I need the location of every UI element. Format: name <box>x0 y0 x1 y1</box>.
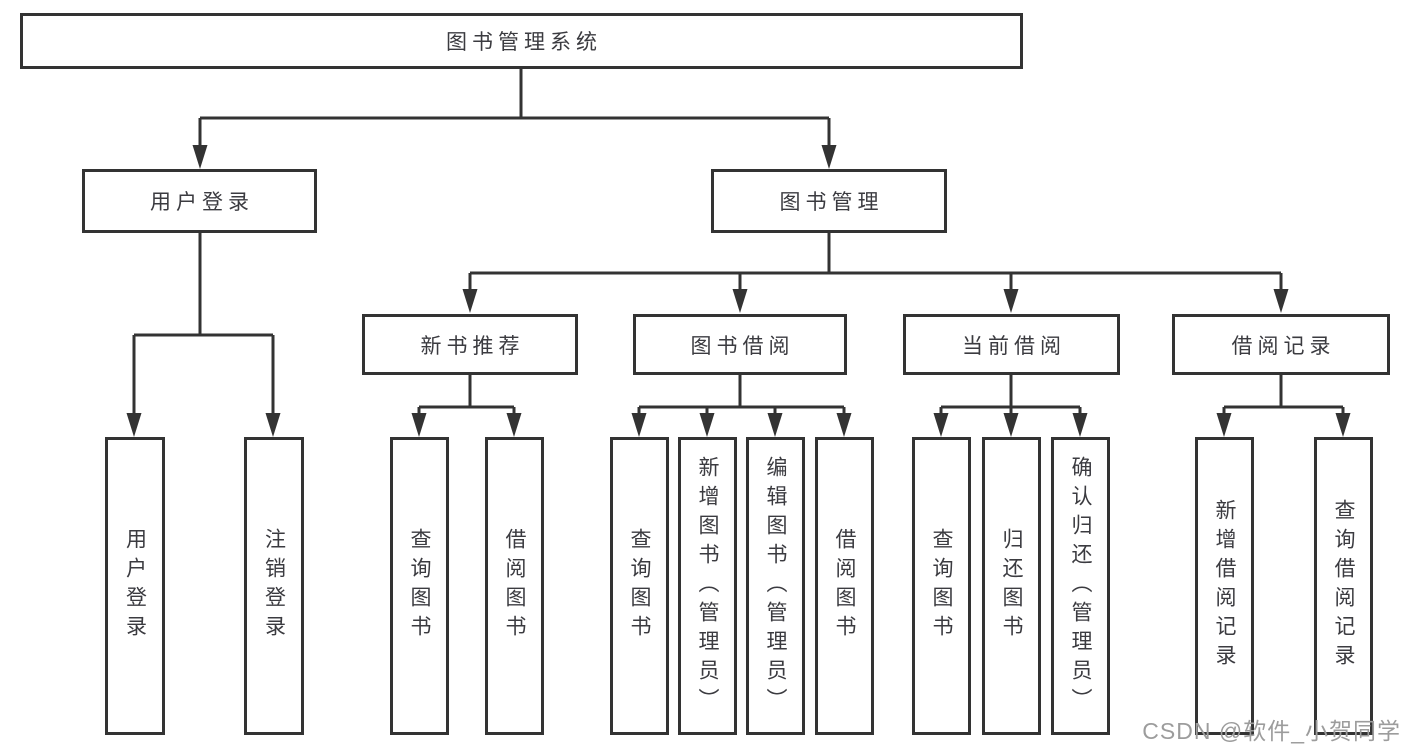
arrow-down-icon <box>506 413 522 437</box>
csdn-watermark: CSDN @软件_小贺同学 <box>1142 718 1401 744</box>
leaf-label: 新增图书（管理员） <box>696 455 719 717</box>
arrow-down-icon <box>462 289 478 313</box>
node-root-system: 图书管理系统 <box>20 13 1023 69</box>
arrowheads <box>126 145 1351 437</box>
arrow-down-icon <box>933 413 949 437</box>
arrow-down-icon <box>411 413 427 437</box>
leaf-label: 注销登录 <box>262 528 286 644</box>
leaf-label: 借阅图书 <box>833 528 856 644</box>
arrow-down-icon <box>821 145 837 169</box>
arrow-down-icon <box>1335 413 1351 437</box>
leaf-query-books-1: 查询图书 <box>390 437 449 735</box>
node-user-login: 用户登录 <box>82 169 317 233</box>
arrow-down-icon <box>1072 413 1088 437</box>
arrow-down-icon <box>699 413 715 437</box>
connector-book-borrow-children <box>637 375 846 418</box>
arrow-down-icon <box>1003 413 1019 437</box>
arrow-down-icon <box>126 413 142 437</box>
connector-new-book-children <box>417 375 516 418</box>
arrow-down-icon <box>836 413 852 437</box>
arrow-down-icon <box>1216 413 1232 437</box>
leaf-label: 借阅图书 <box>503 528 526 644</box>
leaf-query-books-3: 查询图书 <box>912 437 971 735</box>
connector-book-mgmt-to-level3 <box>468 233 1283 293</box>
connector-user-login-children <box>132 233 275 418</box>
node-book-management: 图书管理 <box>711 169 947 233</box>
arrow-down-icon <box>265 413 281 437</box>
leaf-label: 查询图书 <box>628 528 651 644</box>
leaf-user-login: 用户登录 <box>105 437 165 735</box>
leaf-query-borrow-record: 查询借阅记录 <box>1314 437 1373 735</box>
leaf-add-book-admin: 新增图书（管理员） <box>678 437 737 735</box>
leaf-query-books-2: 查询图书 <box>610 437 669 735</box>
node-new-book-recommend: 新书推荐 <box>362 314 578 375</box>
connector-current-borrow-children <box>939 375 1082 418</box>
arrow-down-icon <box>1003 289 1019 313</box>
node-book-borrow: 图书借阅 <box>633 314 847 375</box>
arrow-down-icon <box>1273 289 1289 313</box>
leaf-logout: 注销登录 <box>244 437 304 735</box>
node-borrow-records: 借阅记录 <box>1172 314 1390 375</box>
leaf-confirm-return-admin: 确认归还（管理员） <box>1051 437 1110 735</box>
connector-root-to-level2 <box>198 69 831 150</box>
leaf-label: 新增借阅记录 <box>1213 499 1236 673</box>
arrow-down-icon <box>192 145 208 169</box>
arrow-down-icon <box>732 289 748 313</box>
leaf-label: 用户登录 <box>123 528 147 644</box>
leaf-return-books: 归还图书 <box>982 437 1041 735</box>
node-current-borrow: 当前借阅 <box>903 314 1120 375</box>
leaf-label: 确认归还（管理员） <box>1069 455 1092 717</box>
arrow-down-icon <box>767 413 783 437</box>
leaf-borrow-books-1: 借阅图书 <box>485 437 544 735</box>
leaf-label: 编辑图书（管理员） <box>764 455 787 717</box>
leaf-edit-book-admin: 编辑图书（管理员） <box>746 437 805 735</box>
leaf-label: 查询借阅记录 <box>1332 499 1355 673</box>
arrow-down-icon <box>631 413 647 437</box>
connector-borrow-records-children <box>1222 375 1345 418</box>
leaf-borrow-books-2: 借阅图书 <box>815 437 874 735</box>
leaf-label: 查询图书 <box>930 528 953 644</box>
leaf-label: 归还图书 <box>1000 528 1023 644</box>
leaf-add-borrow-record: 新增借阅记录 <box>1195 437 1254 735</box>
leaf-label: 查询图书 <box>408 528 431 644</box>
